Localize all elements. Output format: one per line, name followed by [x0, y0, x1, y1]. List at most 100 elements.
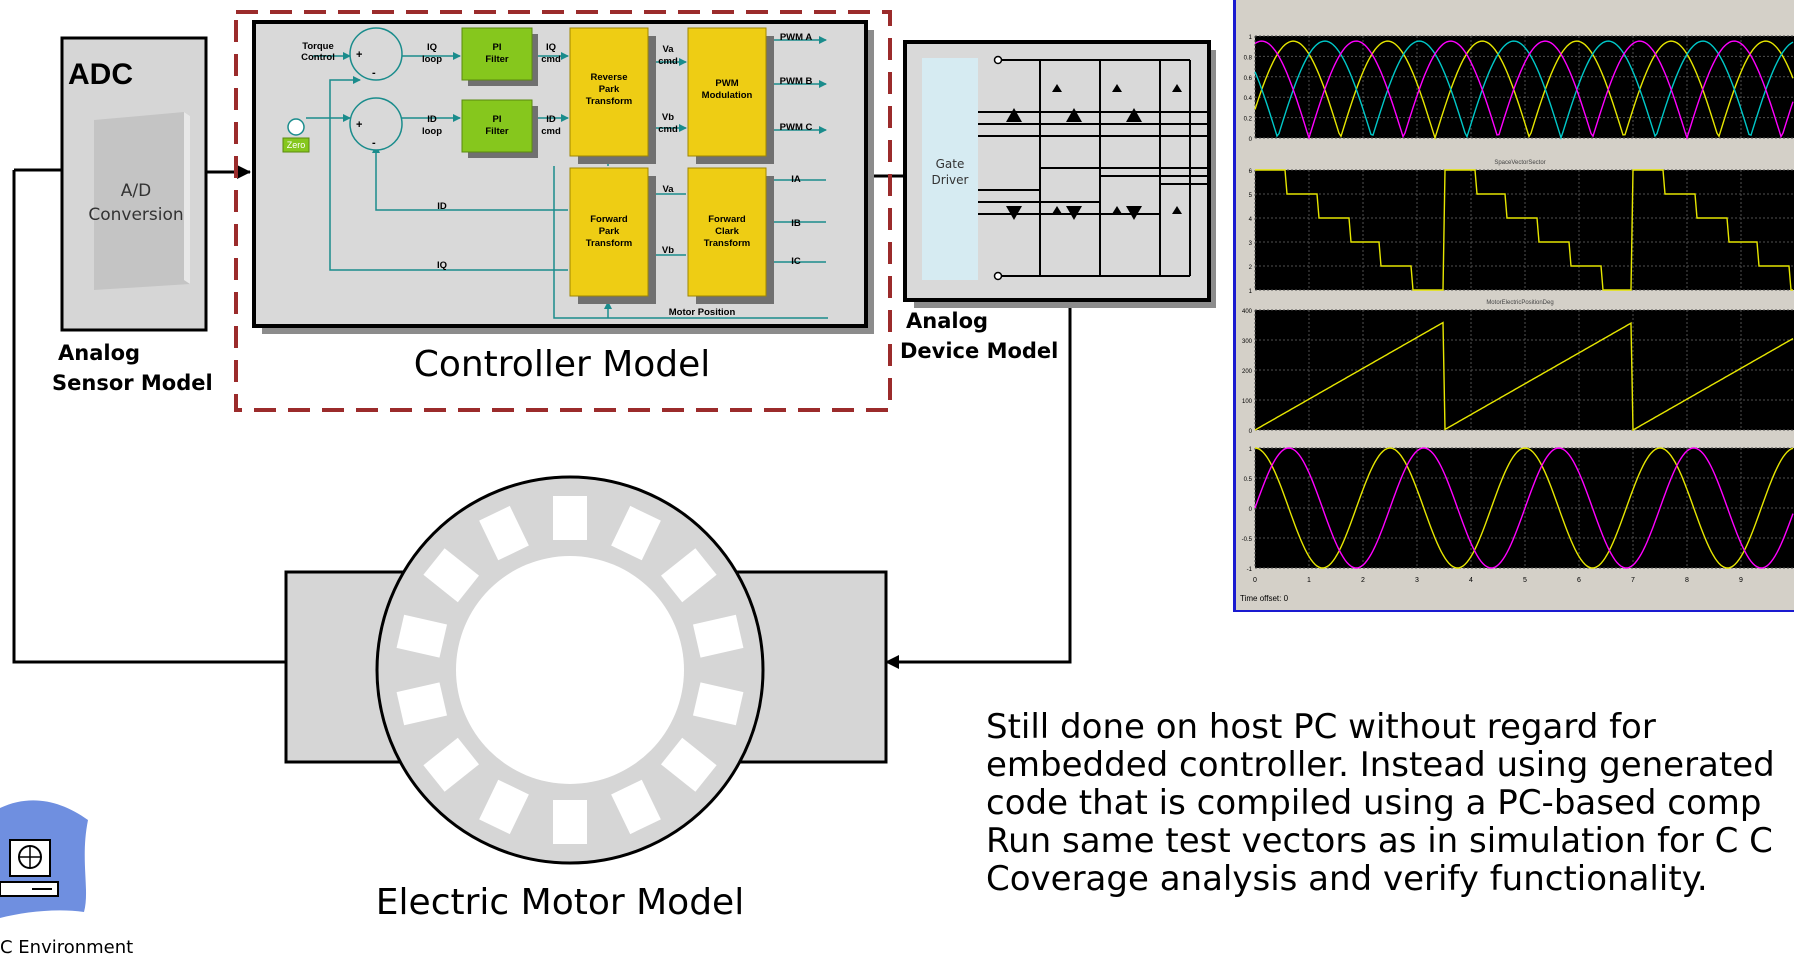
- ia-label: IA: [791, 174, 801, 185]
- pwm-b: PWM B: [780, 76, 813, 87]
- fclark-2: Clark: [715, 226, 739, 237]
- scope-x-tick: 3: [1415, 577, 1419, 584]
- scope-y-tick: 0.2: [1244, 117, 1253, 123]
- adc-inner-line1: A/D: [121, 181, 151, 201]
- scope-y-tick: -1: [1247, 567, 1253, 573]
- controller-caption: Controller Model: [414, 344, 711, 385]
- scope-y-tick: 0.5: [1244, 477, 1253, 483]
- id-loop-1: ID: [427, 114, 437, 125]
- scope-y-tick: 3: [1249, 241, 1253, 247]
- scope-plot-title: SpaceVectorSector: [1494, 160, 1545, 166]
- scope-y-tick: 1: [1249, 447, 1253, 453]
- id-cmd-1: ID: [546, 114, 556, 125]
- adc-title: ADC: [68, 58, 133, 91]
- stator-slot: [692, 614, 744, 658]
- stator-slot: [692, 682, 744, 726]
- id-cmd-2: cmd: [541, 126, 561, 137]
- description-line4: Run same test vectors as in simulation f…: [986, 821, 1773, 861]
- scope-y-tick: 0: [1249, 137, 1253, 143]
- position-sawtooth: [1254, 321, 1794, 432]
- scope-y-tick: 0.8: [1244, 55, 1253, 61]
- scope-y-tick: 2: [1249, 265, 1253, 271]
- va-cmd-2: cmd: [658, 56, 678, 67]
- controller-internals: + - + - Zero Torque Control IQ loop ID l…: [282, 27, 828, 319]
- rpark-2: Park: [599, 84, 620, 95]
- phase-wave-yellow: [1254, 40, 1794, 141]
- pi1-line1: PI: [493, 42, 502, 53]
- scope-screenshot: Time offset: 0 10.80.60.40.20654321Space…: [1233, 0, 1794, 612]
- scope-y-tick: 0: [1249, 507, 1253, 513]
- id-loop-2: loop: [422, 126, 442, 137]
- pwm-c: PWM C: [780, 122, 813, 133]
- scope-plot-title: MotorElectricPositionDeg: [1486, 300, 1553, 306]
- stator-slot: [479, 505, 529, 561]
- va-cmd-1: Va: [662, 44, 674, 55]
- cos-wave: [1254, 447, 1794, 569]
- sum2-plus: +: [356, 119, 362, 131]
- ib-label: IB: [791, 218, 801, 229]
- torque-line1: Torque: [302, 41, 334, 52]
- stator-slot: [661, 737, 717, 792]
- sin-wave: [1254, 447, 1794, 569]
- adc-caption-line2: Sensor Model: [52, 371, 213, 395]
- gate-driver-line1: Gate: [936, 157, 965, 171]
- device-caption-line2: Device Model: [900, 339, 1058, 363]
- stator-slot: [423, 548, 479, 603]
- scope-x-tick: 8: [1685, 577, 1689, 584]
- device-caption-line1: Analog: [906, 309, 988, 333]
- sector-staircase: [1255, 169, 1793, 291]
- scope-y-tick: 200: [1242, 369, 1253, 375]
- scope-x-tick: 0: [1253, 577, 1257, 584]
- zero-label: Zero: [287, 140, 306, 150]
- description-line1: Still done on host PC without regard for: [986, 707, 1656, 747]
- scope-x-tick: 6: [1577, 577, 1581, 584]
- scope-y-tick: 300: [1242, 339, 1253, 345]
- fpark-1: Forward: [590, 214, 628, 225]
- pc-environment-icon: [0, 800, 88, 918]
- pc-caption: C Environment: [0, 937, 133, 958]
- fclark-3: Transform: [704, 238, 750, 249]
- sum1-plus: +: [356, 49, 362, 61]
- stator-slot: [423, 737, 479, 792]
- stator-slot: [396, 682, 448, 726]
- stator-slot: [611, 505, 661, 561]
- description-line5: Coverage analysis and verify functionali…: [986, 859, 1708, 899]
- scope-y-tick: 0.6: [1244, 76, 1253, 82]
- pwm-a: PWM A: [780, 32, 813, 43]
- rpark-1: Reverse: [591, 72, 628, 83]
- scope-y-tick: 6: [1249, 169, 1253, 175]
- scope-y-tick: 0.4: [1244, 96, 1253, 102]
- stator-slot: [479, 779, 529, 835]
- fclark-1: Forward: [708, 214, 746, 225]
- pi2-line1: PI: [493, 114, 502, 125]
- gate-driver-line2: Driver: [932, 173, 969, 187]
- adc-block: ADC A/D Conversion: [60, 36, 208, 332]
- bus-terminal-top: [993, 55, 1003, 65]
- stator-slot: [611, 779, 661, 835]
- stator-slot: [553, 496, 587, 540]
- controller-dashed-boundary: [234, 10, 892, 412]
- motor-caption: Electric Motor Model: [376, 882, 744, 923]
- scope-x-tick: 2: [1361, 577, 1365, 584]
- vb-cmd-1: Vb: [662, 112, 674, 123]
- sum2-minus: -: [372, 137, 376, 149]
- scope-x-tick: 5: [1523, 577, 1527, 584]
- scope-y-tick: -0.5: [1242, 537, 1253, 543]
- bus-terminal-bottom: [993, 271, 1003, 281]
- id-feedback-label: ID: [437, 201, 447, 212]
- vb-label: Vb: [662, 245, 674, 256]
- rpark-3: Transform: [586, 96, 632, 107]
- motor-graphic: [284, 475, 888, 865]
- scope-y-tick: 5: [1249, 193, 1253, 199]
- scope-y-tick: 4: [1249, 217, 1253, 223]
- scope-y-tick: 400: [1242, 309, 1253, 315]
- scope-y-tick: 0: [1249, 429, 1253, 435]
- torque-line2: Control: [301, 52, 335, 63]
- adc-inner-line2: Conversion: [88, 205, 183, 225]
- stator-slot: [553, 800, 587, 844]
- ic-label: IC: [791, 256, 801, 267]
- iq-cmd-1: IQ: [546, 42, 556, 53]
- pwm-2: Modulation: [702, 90, 753, 101]
- phase-wave-magenta: [1254, 40, 1794, 141]
